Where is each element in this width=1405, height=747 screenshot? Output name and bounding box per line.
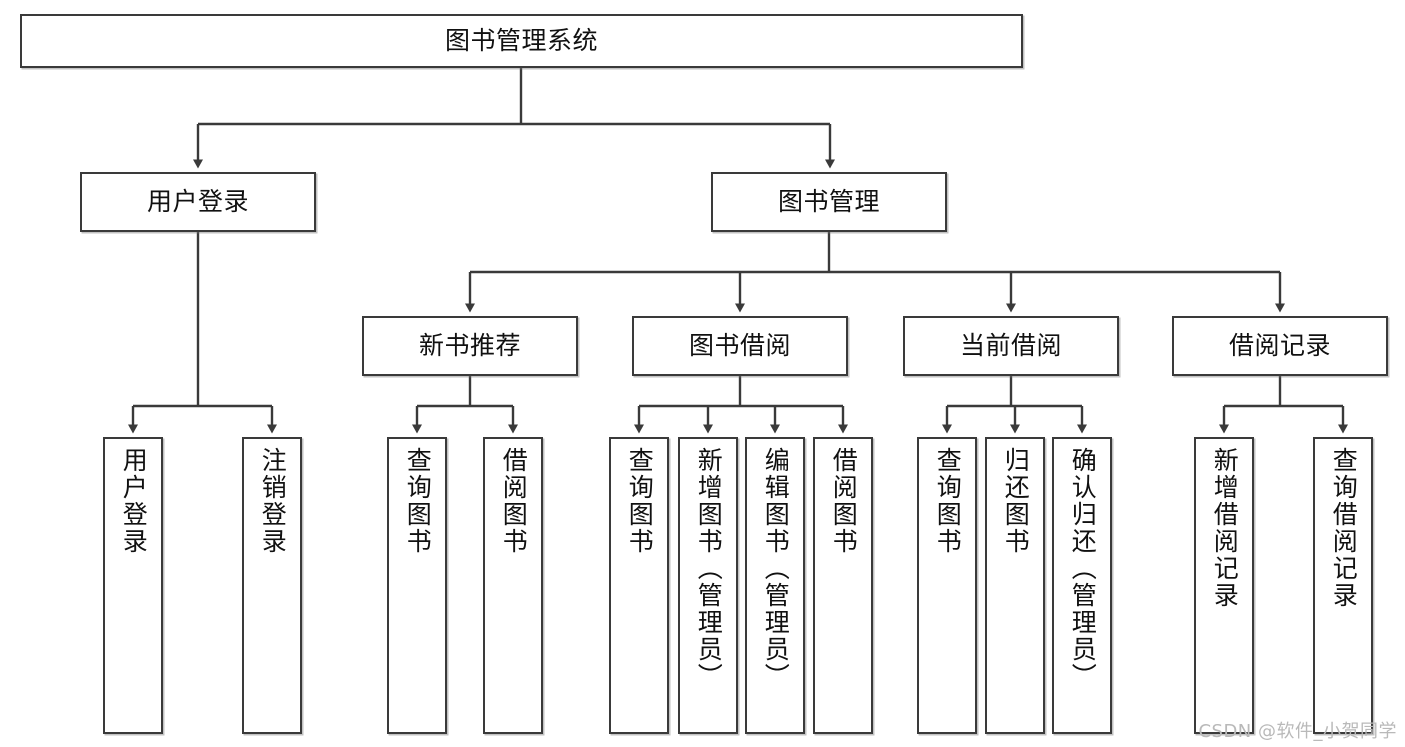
node-label: 图书管理系统: [444, 26, 598, 56]
leaf-edit-book[interactable]: 编辑图书（管理员）: [745, 437, 805, 734]
node-user-login[interactable]: 用户登录: [80, 172, 316, 232]
node-label: 借阅图书: [499, 447, 529, 555]
leaf-borrow-book-1[interactable]: 借阅图书: [483, 437, 543, 734]
leaf-logout[interactable]: 注销登录: [242, 437, 302, 734]
node-label: 查询借阅记录: [1329, 447, 1359, 609]
leaf-query-book-3[interactable]: 查询图书: [917, 437, 977, 734]
leaf-query-record[interactable]: 查询借阅记录: [1313, 437, 1373, 734]
leaf-borrow-book-2[interactable]: 借阅图书: [813, 437, 873, 734]
node-label: 新书推荐: [418, 331, 521, 361]
node-label: 当前借阅: [959, 331, 1062, 361]
node-label: 图书借阅: [688, 331, 791, 361]
node-label: 新增借阅记录: [1210, 447, 1240, 609]
node-label: 查询图书: [625, 447, 655, 555]
node-label: 用户登录: [119, 447, 149, 555]
node-book-manage[interactable]: 图书管理: [711, 172, 947, 232]
node-root[interactable]: 图书管理系统: [20, 14, 1023, 68]
node-label: 新增图书（管理员）: [694, 447, 724, 690]
node-label: 查询图书: [403, 447, 433, 555]
node-label: 归还图书: [1001, 447, 1031, 555]
node-label: 图书管理: [777, 187, 880, 217]
node-label: 编辑图书（管理员）: [761, 447, 791, 690]
node-label: 用户登录: [146, 187, 249, 217]
node-borrow-record[interactable]: 借阅记录: [1172, 316, 1388, 376]
leaf-add-book[interactable]: 新增图书（管理员）: [678, 437, 738, 734]
node-label: 借阅图书: [829, 447, 859, 555]
leaf-return-book[interactable]: 归还图书: [985, 437, 1045, 734]
node-label: 借阅记录: [1228, 331, 1331, 361]
leaf-add-record[interactable]: 新增借阅记录: [1194, 437, 1254, 734]
node-label: 查询图书: [933, 447, 963, 555]
leaf-confirm-return[interactable]: 确认归还（管理员）: [1052, 437, 1112, 734]
leaf-query-book-1[interactable]: 查询图书: [387, 437, 447, 734]
node-label: 确认归还（管理员）: [1068, 447, 1098, 690]
node-current-borrow[interactable]: 当前借阅: [903, 316, 1119, 376]
leaf-user-login[interactable]: 用户登录: [103, 437, 163, 734]
node-label: 注销登录: [258, 447, 288, 555]
node-new-book-recommend[interactable]: 新书推荐: [362, 316, 578, 376]
leaf-query-book-2[interactable]: 查询图书: [609, 437, 669, 734]
node-book-borrow[interactable]: 图书借阅: [632, 316, 848, 376]
